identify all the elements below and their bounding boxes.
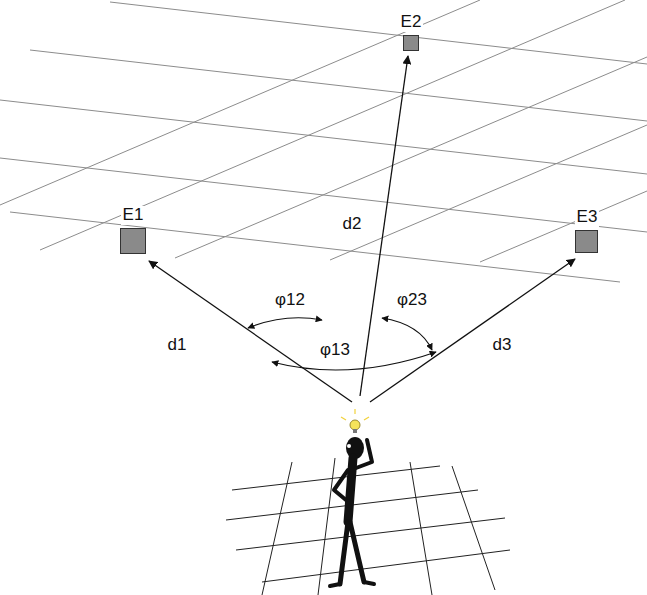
angle-label: φ23 [395,291,429,310]
emitter-square [575,230,598,253]
emitter-node: E1 [120,206,146,254]
distance-arrows [149,56,575,402]
emitter-square [120,228,146,254]
emitter-node: E3 [575,208,600,253]
angle-label: φ12 [273,291,307,310]
distance-label: d1 [166,336,189,355]
floor-grid [226,458,510,595]
stick-figure [330,409,374,586]
distance-label: d3 [491,336,514,355]
emitter-node: E2 [399,13,424,51]
angle-arcs [248,318,436,370]
emitter-label: E2 [399,13,424,32]
distance-label: d2 [341,215,364,234]
angle-label: φ13 [318,341,352,360]
emitter-square [403,35,419,51]
emitter-label: E3 [575,208,600,227]
ceiling-grid [0,0,647,282]
emitter-label: E1 [121,206,146,225]
